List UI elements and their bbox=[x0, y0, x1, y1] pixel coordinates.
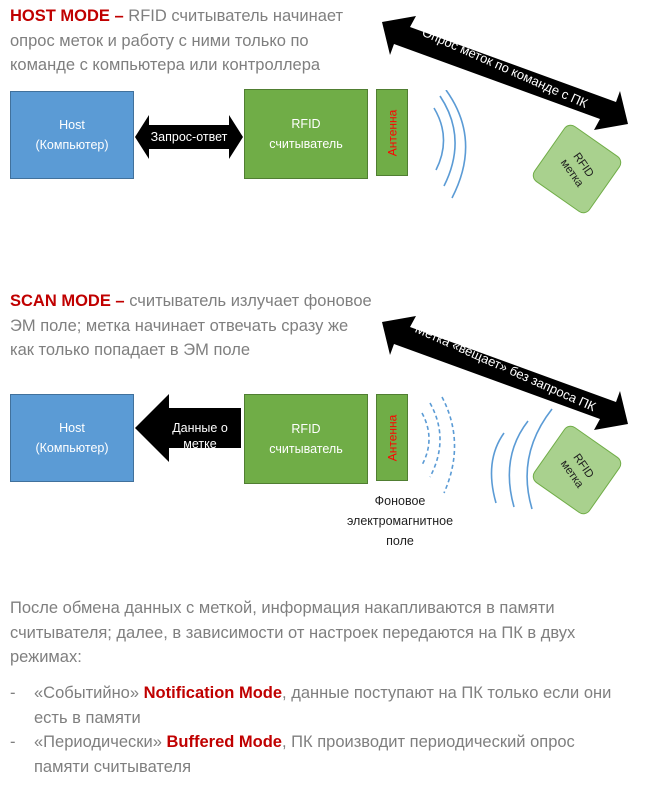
tag-data-label: Данные о метке bbox=[160, 420, 240, 452]
host-mode-line-1-text: RFID считыватель начинает bbox=[128, 7, 344, 25]
scan-mode-line-2: ЭМ поле; метка начинает отвечать сразу ж… bbox=[10, 316, 349, 335]
tag-data-label-line-1: Данные о bbox=[172, 421, 228, 435]
footer-line-1: После обмена данных с меткой, информация… bbox=[10, 599, 555, 617]
notification-prefix: «Событийно» bbox=[34, 684, 144, 702]
notification-text-2: есть в памяти bbox=[34, 708, 141, 727]
host-diagonal-arrow bbox=[382, 16, 628, 130]
tag-data-arrow bbox=[135, 394, 241, 462]
host-box-title: Host bbox=[59, 118, 85, 132]
buffered-prefix: «Периодически» bbox=[34, 733, 167, 751]
field-label-line-1: Фоновое bbox=[374, 494, 426, 508]
buffered-text-2: памяти считывателя bbox=[34, 757, 191, 776]
host-mode-dash: – bbox=[109, 7, 129, 25]
transfer-modes-list: «Событийно» Notification Mode, данные по… bbox=[6, 681, 642, 779]
host-mode-title: HOST MODE bbox=[10, 7, 110, 25]
request-response-arrow bbox=[135, 115, 243, 159]
list-item: «Событийно» Notification Mode, данные по… bbox=[6, 681, 642, 730]
scan-mode-dash: – bbox=[110, 292, 130, 310]
scan-reader-box-subtitle: считыватель bbox=[269, 442, 343, 456]
reader-box-title: RFID bbox=[291, 117, 321, 131]
scan-mode-title: SCAN MODE bbox=[10, 292, 111, 310]
scan-mode-line-1-text: считыватель излучает фоновое bbox=[129, 292, 372, 310]
scan-rfid-reader-box: RFID считыватель bbox=[244, 394, 368, 484]
tag-data-label-line-2: метке bbox=[183, 437, 217, 451]
scan-host-box-title: Host bbox=[59, 421, 85, 435]
footer-line-2: считывателя; далее, в зависимости от нас… bbox=[10, 623, 576, 642]
buffered-mode-label: Buffered Mode bbox=[166, 733, 282, 751]
radio-waves-icon bbox=[433, 90, 467, 199]
scan-diagonal-arrow bbox=[382, 316, 628, 430]
notification-text-1: , данные поступают на ПК только если они bbox=[282, 684, 612, 702]
scan-mode-line-1: SCAN MODE – считыватель излучает фоновое bbox=[10, 289, 390, 314]
host-computer-box: Host (Компьютер) bbox=[10, 91, 134, 179]
field-label-line-3: поле bbox=[386, 534, 414, 548]
footer-description: После обмена данных с меткой, информация… bbox=[10, 596, 640, 670]
host-mode-line-1: HOST MODE – RFID считыватель начинает bbox=[10, 4, 380, 29]
background-field-label: Фоновое электромагнитное поле bbox=[326, 491, 474, 551]
field-label-line-2: электромагнитное bbox=[346, 514, 454, 528]
host-mode-description: HOST MODE – RFID считыватель начинает оп… bbox=[10, 4, 380, 78]
request-response-label: Запрос-ответ bbox=[150, 130, 228, 144]
background-field-waves-icon bbox=[421, 396, 553, 510]
list-item: «Периодически» Buffered Mode, ПК произво… bbox=[6, 730, 642, 779]
reader-box-subtitle: считыватель bbox=[269, 137, 343, 151]
scan-host-box-subtitle: (Компьютер) bbox=[35, 441, 109, 455]
scan-reader-box-title: RFID bbox=[291, 422, 321, 436]
scan-antenna-box: Антенна bbox=[376, 394, 408, 481]
antenna-box: Антенна bbox=[376, 89, 408, 176]
host-mode-line-3: команде с компьютера или контроллера bbox=[10, 56, 321, 74]
notification-mode-label: Notification Mode bbox=[143, 684, 283, 702]
scan-mode-line-3: как только попадает в ЭМ поле bbox=[10, 341, 251, 359]
rfid-reader-box: RFID считыватель bbox=[244, 89, 368, 179]
scan-host-computer-box: Host (Компьютер) bbox=[10, 394, 134, 482]
buffered-text-1: , ПК производит периодический опрос bbox=[281, 733, 575, 751]
footer-line-3: режимах: bbox=[10, 648, 82, 666]
host-box-subtitle: (Компьютер) bbox=[35, 138, 109, 152]
scan-mode-description: SCAN MODE – считыватель излучает фоновое… bbox=[10, 289, 390, 363]
host-mode-line-2: опрос меток и работу с ними только по bbox=[10, 31, 309, 50]
